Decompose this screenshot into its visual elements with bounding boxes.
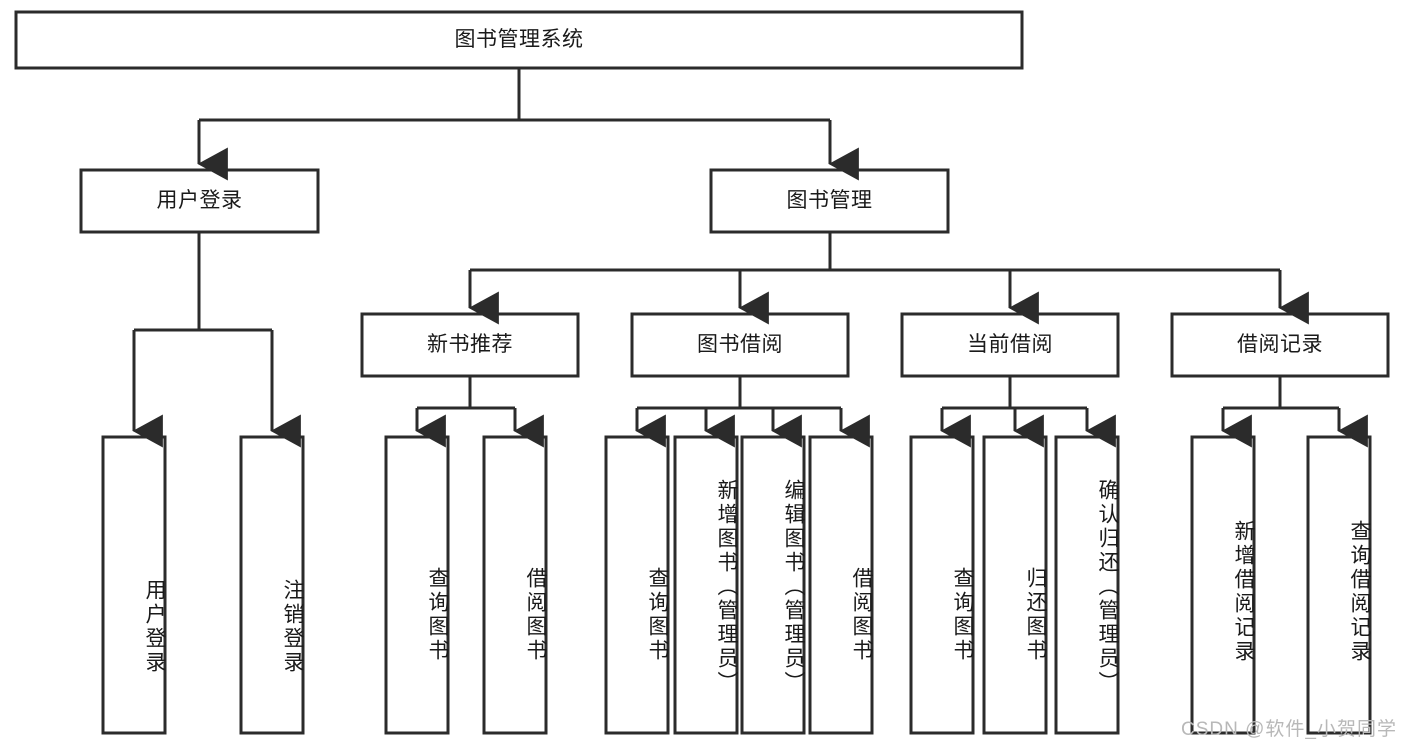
box-leaf-add-book-admin[interactable] xyxy=(673,435,739,735)
box-leaf-user-logout[interactable] xyxy=(239,435,305,735)
box-leaf-confirm-return[interactable] xyxy=(1054,435,1120,735)
box-leaf-query-book-current[interactable] xyxy=(909,435,975,735)
connectors xyxy=(132,68,1368,448)
box-leaf-return-book[interactable] xyxy=(982,435,1048,735)
box-leaf-query-borrow-record[interactable] xyxy=(1306,435,1372,735)
box-leaf-borrow-book-rec[interactable] xyxy=(482,435,548,735)
box-leaf-user-login[interactable] xyxy=(101,435,167,735)
box-leaf-add-borrow-record[interactable] xyxy=(1190,435,1256,735)
box-user-login[interactable] xyxy=(79,168,320,234)
box-current-borrow[interactable] xyxy=(900,312,1120,378)
box-book-manage[interactable] xyxy=(709,168,950,234)
box-book-borrow[interactable] xyxy=(630,312,850,378)
box-new-book-rec[interactable] xyxy=(360,312,580,378)
csdn-watermark: CSDN @软件_小贺同学 xyxy=(1181,719,1397,740)
box-borrow-record[interactable] xyxy=(1170,312,1390,378)
box-leaf-edit-book-admin[interactable] xyxy=(740,435,806,735)
box-leaf-query-book-rec[interactable] xyxy=(384,435,450,735)
box-root[interactable] xyxy=(14,10,1024,70)
box-leaf-query-book-borrow[interactable] xyxy=(604,435,670,735)
box-leaf-borrow-book[interactable] xyxy=(808,435,874,735)
